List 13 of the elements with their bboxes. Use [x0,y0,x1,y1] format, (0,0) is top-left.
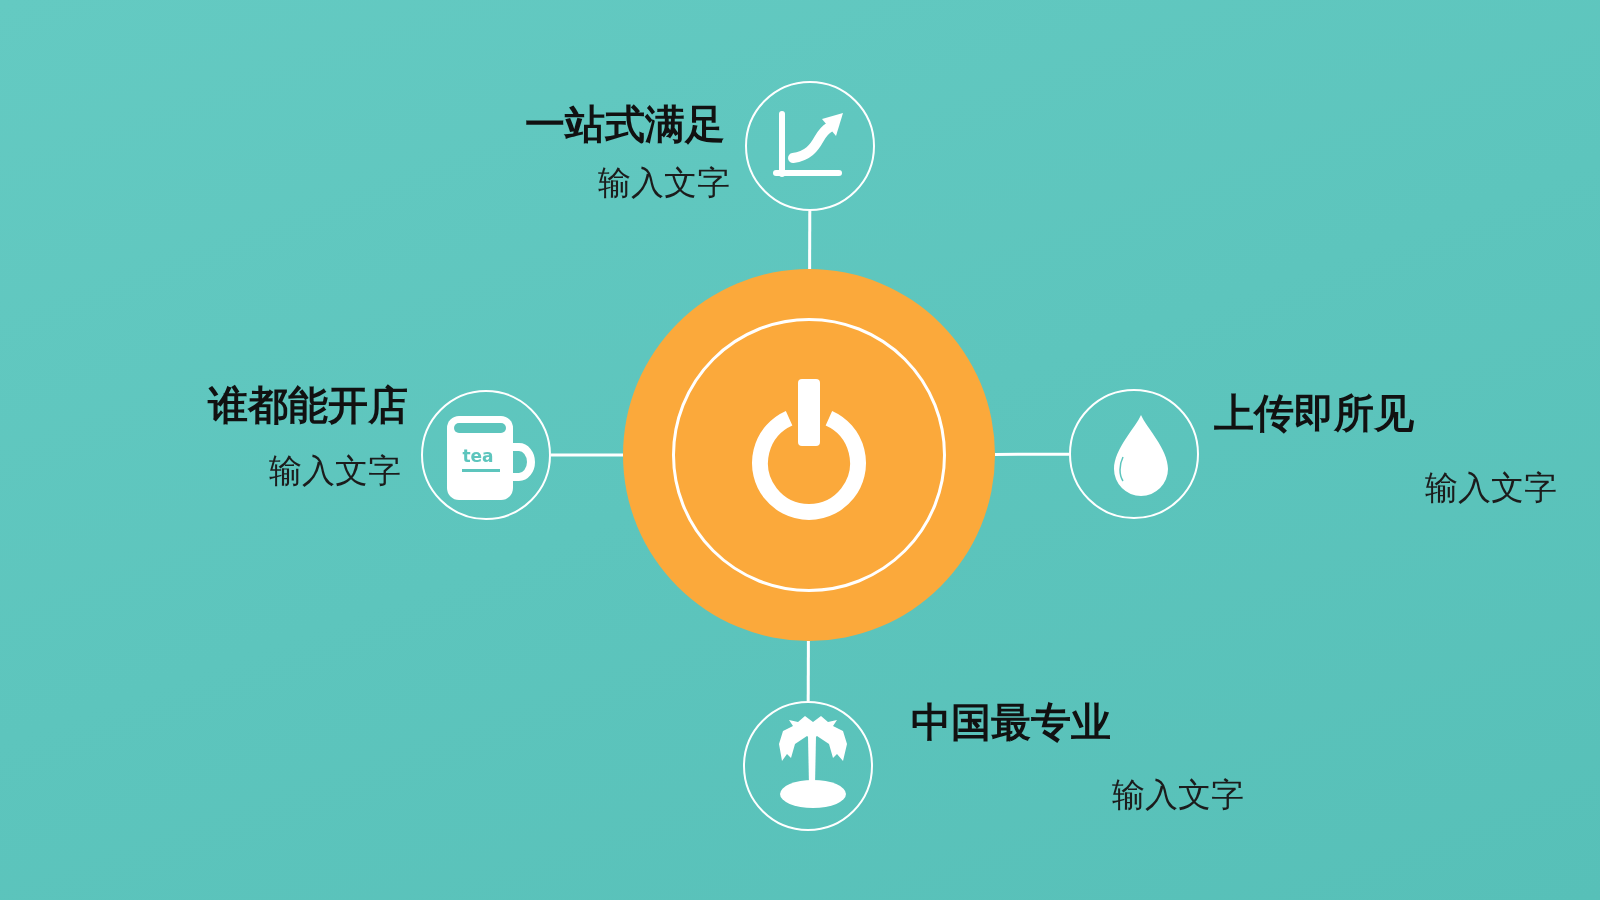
heading-text: 谁都能开店 [208,381,408,429]
subtitle-text: 输入文字 [1425,468,1557,508]
heading-text: 一站式满足 [525,100,725,148]
subtitle-text: 输入文字 [269,451,401,491]
heading-text: 上传即所见 [1214,389,1414,437]
subtitle-text: 输入文字 [1112,775,1244,815]
connector-line [995,452,1069,456]
subtitle-text: 输入文字 [598,163,730,203]
heading-text: 中国最专业 [911,698,1111,746]
connector-line [806,641,810,701]
connector-line [808,211,812,269]
connector-line [551,453,623,457]
mug-label: tea [462,446,494,466]
